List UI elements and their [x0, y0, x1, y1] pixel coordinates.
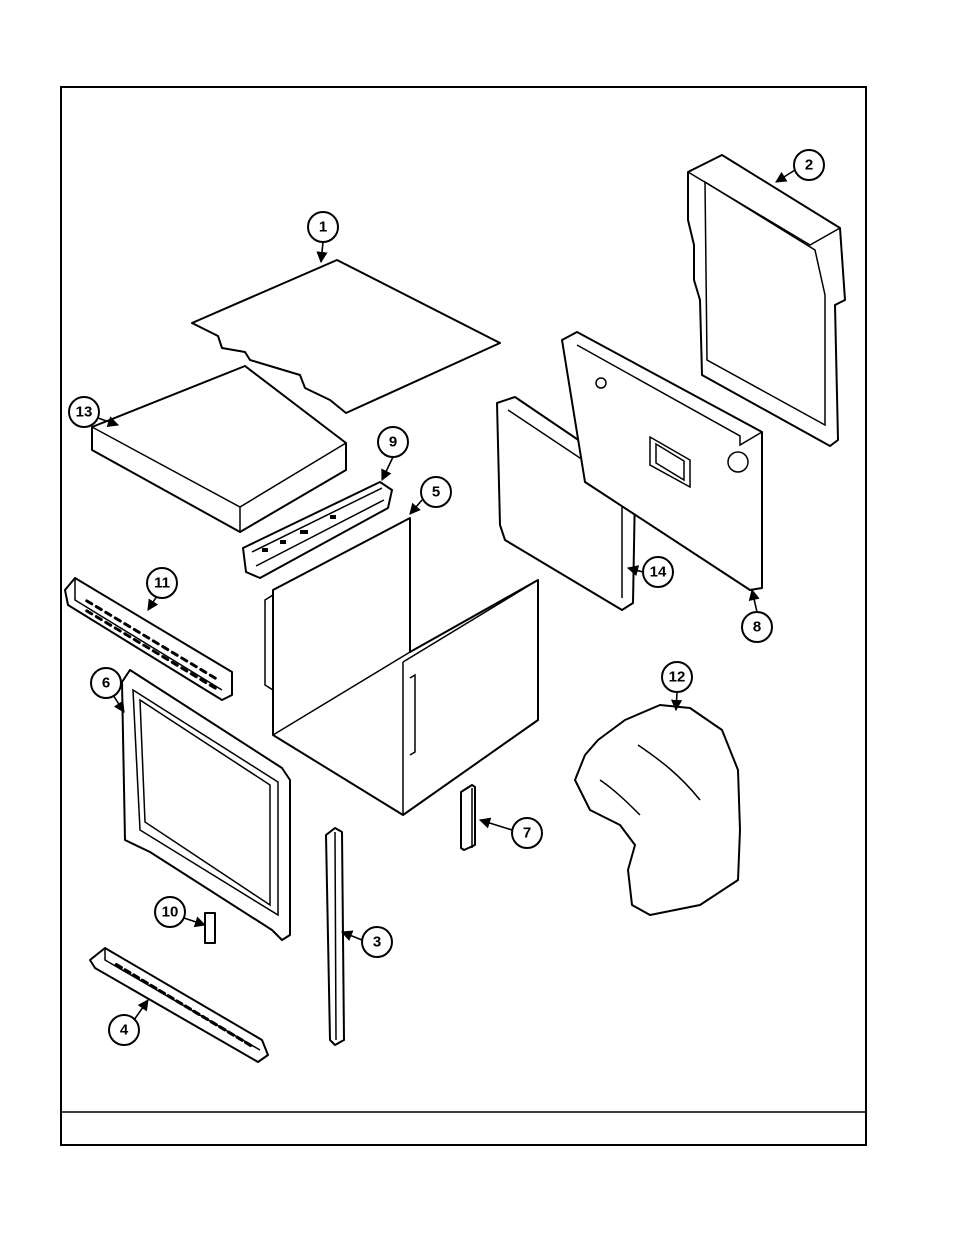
callout-2-label: 2 [805, 157, 813, 174]
callout-8-label: 8 [753, 619, 761, 636]
insulation-blanket-drawing [575, 705, 740, 915]
callout-2[interactable]: 2 [794, 150, 824, 180]
small-clip-drawing [205, 913, 215, 943]
callout-11-label: 11 [154, 575, 170, 592]
callout-4-label: 4 [120, 1022, 129, 1039]
callout-10[interactable]: 10 [155, 897, 185, 927]
callout-6-label: 6 [102, 675, 110, 692]
small-vertical-block-drawing [461, 785, 475, 850]
callout-9[interactable]: 9 [378, 427, 408, 457]
oven-cabinet-box-drawing [265, 518, 538, 815]
door-frame-drawing [122, 670, 290, 940]
callout-7[interactable]: 7 [512, 818, 542, 848]
callout-11[interactable]: 11 [147, 568, 177, 598]
callout-13-label: 13 [76, 404, 93, 421]
vertical-channel-drawing [326, 828, 344, 1045]
callout-13[interactable]: 13 [69, 397, 99, 427]
callout-12[interactable]: 12 [662, 662, 692, 692]
callout-12-label: 12 [669, 669, 686, 686]
callout-5-label: 5 [432, 484, 440, 501]
callout-4[interactable]: 4 [109, 1015, 139, 1045]
callout-1[interactable]: 1 [308, 212, 338, 242]
callout-14-label: 14 [650, 564, 667, 581]
callout-1-label: 1 [319, 219, 327, 236]
rear-frame-drawing [688, 155, 845, 446]
callout-9-label: 9 [389, 434, 397, 451]
callout-3-label: 3 [373, 934, 381, 951]
callout-5[interactable]: 5 [421, 477, 451, 507]
callout-10-label: 10 [162, 904, 179, 921]
callout-8[interactable]: 8 [742, 612, 772, 642]
callout-3[interactable]: 3 [362, 927, 392, 957]
callout-6[interactable]: 6 [91, 668, 121, 698]
callout-14[interactable]: 14 [643, 557, 673, 587]
callout-7-label: 7 [523, 825, 531, 842]
top-insulation-block-drawing [92, 366, 346, 532]
